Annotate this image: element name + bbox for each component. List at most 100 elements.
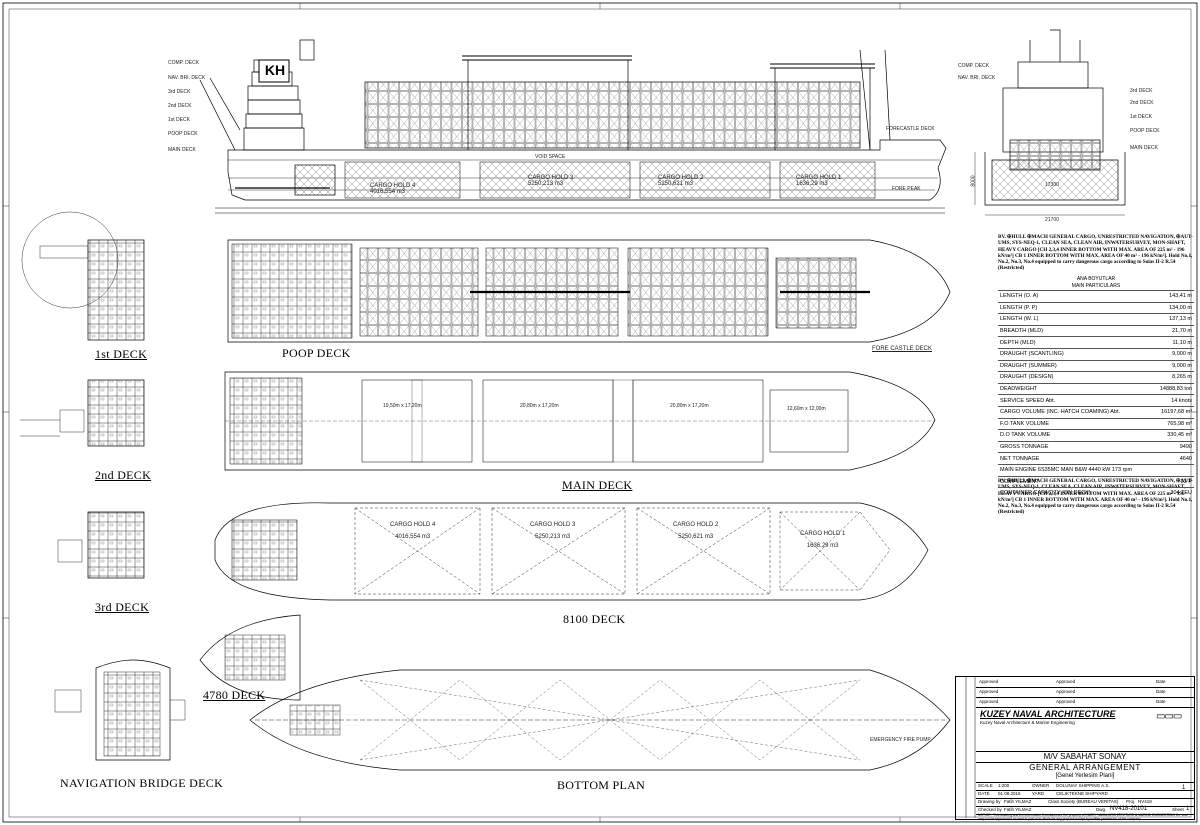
particulars-subtitle: MAIN PARTICULARS [1071, 283, 1121, 289]
particulars-key: CONTAINER CAPACITY (ON DECK) [998, 487, 1153, 499]
fore-castle-deck-label: FORE CASTLE DECK [872, 346, 933, 352]
particulars-row: LENGTH (P. P)134,00 m [998, 301, 1194, 314]
drawing-title: GENERAL ARRANGEMENT [1029, 763, 1141, 772]
particulars-key: DEADWEIGHT [998, 382, 1153, 395]
particulars-key: BREADTH (MLD) [998, 324, 1153, 337]
particulars-key: DRAUGHT (SUMMER) [998, 359, 1153, 372]
particulars-value: 14 knots [1152, 394, 1194, 407]
ship-name: M/V SABAHAT SONAY [1043, 752, 1127, 761]
navigation-bridge-deck-label: NAVIGATION BRIDGE DECK [60, 776, 224, 790]
company-sub: Kuzey Naval Architecture & Marine Engine… [980, 720, 1075, 725]
section-dim: 21700 [1045, 217, 1059, 223]
particulars-value: 9,000 m [1152, 347, 1194, 361]
particulars-key: LENGTH (P. P) [998, 301, 1153, 314]
particulars-row: BREADTH (MLD)21,70 m [998, 324, 1194, 337]
particulars-key: DRAUGHT (DESIGN) [998, 371, 1153, 384]
particulars-key: F.O TANK VOLUME [998, 417, 1153, 430]
owner-label: OWNER [1032, 783, 1050, 788]
checked-label: Checked by [978, 807, 1002, 812]
scale-label: SCALE [978, 783, 993, 788]
particulars-value: 134,00 m [1152, 301, 1194, 314]
particulars-value: 304 TEU [1152, 487, 1194, 499]
deck-marker: NAV. BRI. DECK [168, 75, 206, 81]
particulars-key: CARGO VOLUME (INC. HATCH COAMING) Abt. [998, 405, 1153, 419]
sheet-value: 1 [1186, 806, 1190, 812]
approval-cell: Date [1156, 689, 1166, 694]
particulars-key: MAIN ENGINE 6S35MC MAN B&W 4440 kW 173 r… [998, 463, 1153, 476]
approval-cell: Approved [1056, 679, 1076, 684]
proj-value: NV418 [1138, 799, 1152, 804]
particulars-value: 765,98 m³ [1152, 417, 1194, 430]
deck-marker: POOP DECK [1130, 128, 1160, 134]
hatch-dimension: 20,80m x 17,20m [670, 403, 709, 409]
particulars-key: COMPLEMENT [998, 475, 1153, 488]
yard-label: YARD [1032, 791, 1045, 796]
forecastle-label: FORECASTLE DECK [886, 126, 935, 132]
class-society: Class Society (BUREAU VERITAS) [1048, 799, 1119, 804]
particulars-value: 9490 [1152, 440, 1194, 453]
date-label: DATE [978, 791, 990, 796]
particulars-key: GROSS TONNAGE [998, 440, 1153, 453]
company-logo-icon: ▭▭▭ [1156, 711, 1182, 722]
hatch-dimension: 19,50m x 17,20m [383, 403, 422, 409]
drawn-value: Fatih YILMAZ [1004, 799, 1032, 804]
particulars-value: 143,41 m [1152, 290, 1194, 303]
particulars-row: LENGTH (O. A)143,41 m [998, 290, 1194, 303]
deck-8100-label: 8100 DECK [563, 612, 626, 626]
approval-cell: Date [1156, 679, 1166, 684]
particulars-row: CARGO VOLUME (INC. HATCH COAMING) Abt.16… [998, 405, 1194, 419]
yard-value: CELIKTEKNE SHIPYARD [1056, 791, 1108, 796]
deck-marker: COMP. DECK [168, 60, 200, 66]
particulars-value: 4640 [1152, 452, 1194, 465]
deck-marker: 1st DECK [1130, 114, 1152, 120]
particulars-key: SERVICE SPEED Abt. [998, 394, 1153, 407]
hatch-dimension: 12,60m x 12,00m [787, 406, 826, 412]
particulars-value: 23 P [1152, 475, 1194, 488]
particulars-key: LENGTH (O. A) [998, 290, 1153, 303]
particulars-value: 8,265 m [1152, 371, 1194, 384]
particulars-value: 11,10 m [1152, 336, 1194, 349]
particulars-row: CONTAINER CAPACITY (ON DECK)304 TEU [998, 487, 1194, 499]
deck-marker: 3rd DECK [1130, 88, 1153, 94]
dwg-value: NV418-20101 [1110, 806, 1148, 812]
particulars-value: 14888,83 ton [1152, 382, 1194, 395]
particulars-row: DEPTH (MLD)11,10 m [998, 336, 1194, 349]
particulars-value: 330,45 m³ [1152, 429, 1194, 442]
particulars-value [1152, 463, 1194, 476]
particulars-row: DRAUGHT (SUMMER)9,000 m [998, 359, 1194, 372]
drawn-label: Drawing by [978, 799, 1001, 804]
particulars-key: DEPTH (MLD) [998, 336, 1153, 349]
particulars-row: SERVICE SPEED Abt.14 knots [998, 394, 1194, 407]
second-deck-label: 2nd DECK [95, 468, 152, 482]
approval-cell: Date [1156, 699, 1166, 704]
scale-value: 1:200 [998, 783, 1010, 788]
particulars-key: D.O TANK VOLUME [998, 429, 1153, 442]
proj-label: Proj. [1126, 799, 1136, 804]
dwg-label: Dwg. [1096, 807, 1107, 812]
approval-cell: Approved [979, 699, 999, 704]
hatch-dimension: 20,80m x 17,20m [520, 403, 559, 409]
section-dim: 17300 [1045, 182, 1059, 188]
main-particulars-table: ANA BOYUTLAR MAIN PARTICULARS LENGTH (O.… [998, 276, 1194, 499]
third-deck-label: 3rd DECK [95, 600, 150, 614]
profile-logo: KH [264, 62, 286, 78]
poop-deck-label: POOP DECK [282, 346, 351, 360]
deck-marker: 2nd DECK [168, 103, 192, 109]
emergency-fire-pump-label: EMERGENCY FIRE PUMP [870, 737, 931, 743]
company-name: KUZEY NAVAL ARCHITECTURE [980, 709, 1116, 719]
sheet-label: Sheet [1172, 807, 1184, 812]
deck-marker: MAIN DECK [1130, 145, 1158, 151]
bottom-plan-label: BOTTOM PLAN [557, 778, 646, 792]
